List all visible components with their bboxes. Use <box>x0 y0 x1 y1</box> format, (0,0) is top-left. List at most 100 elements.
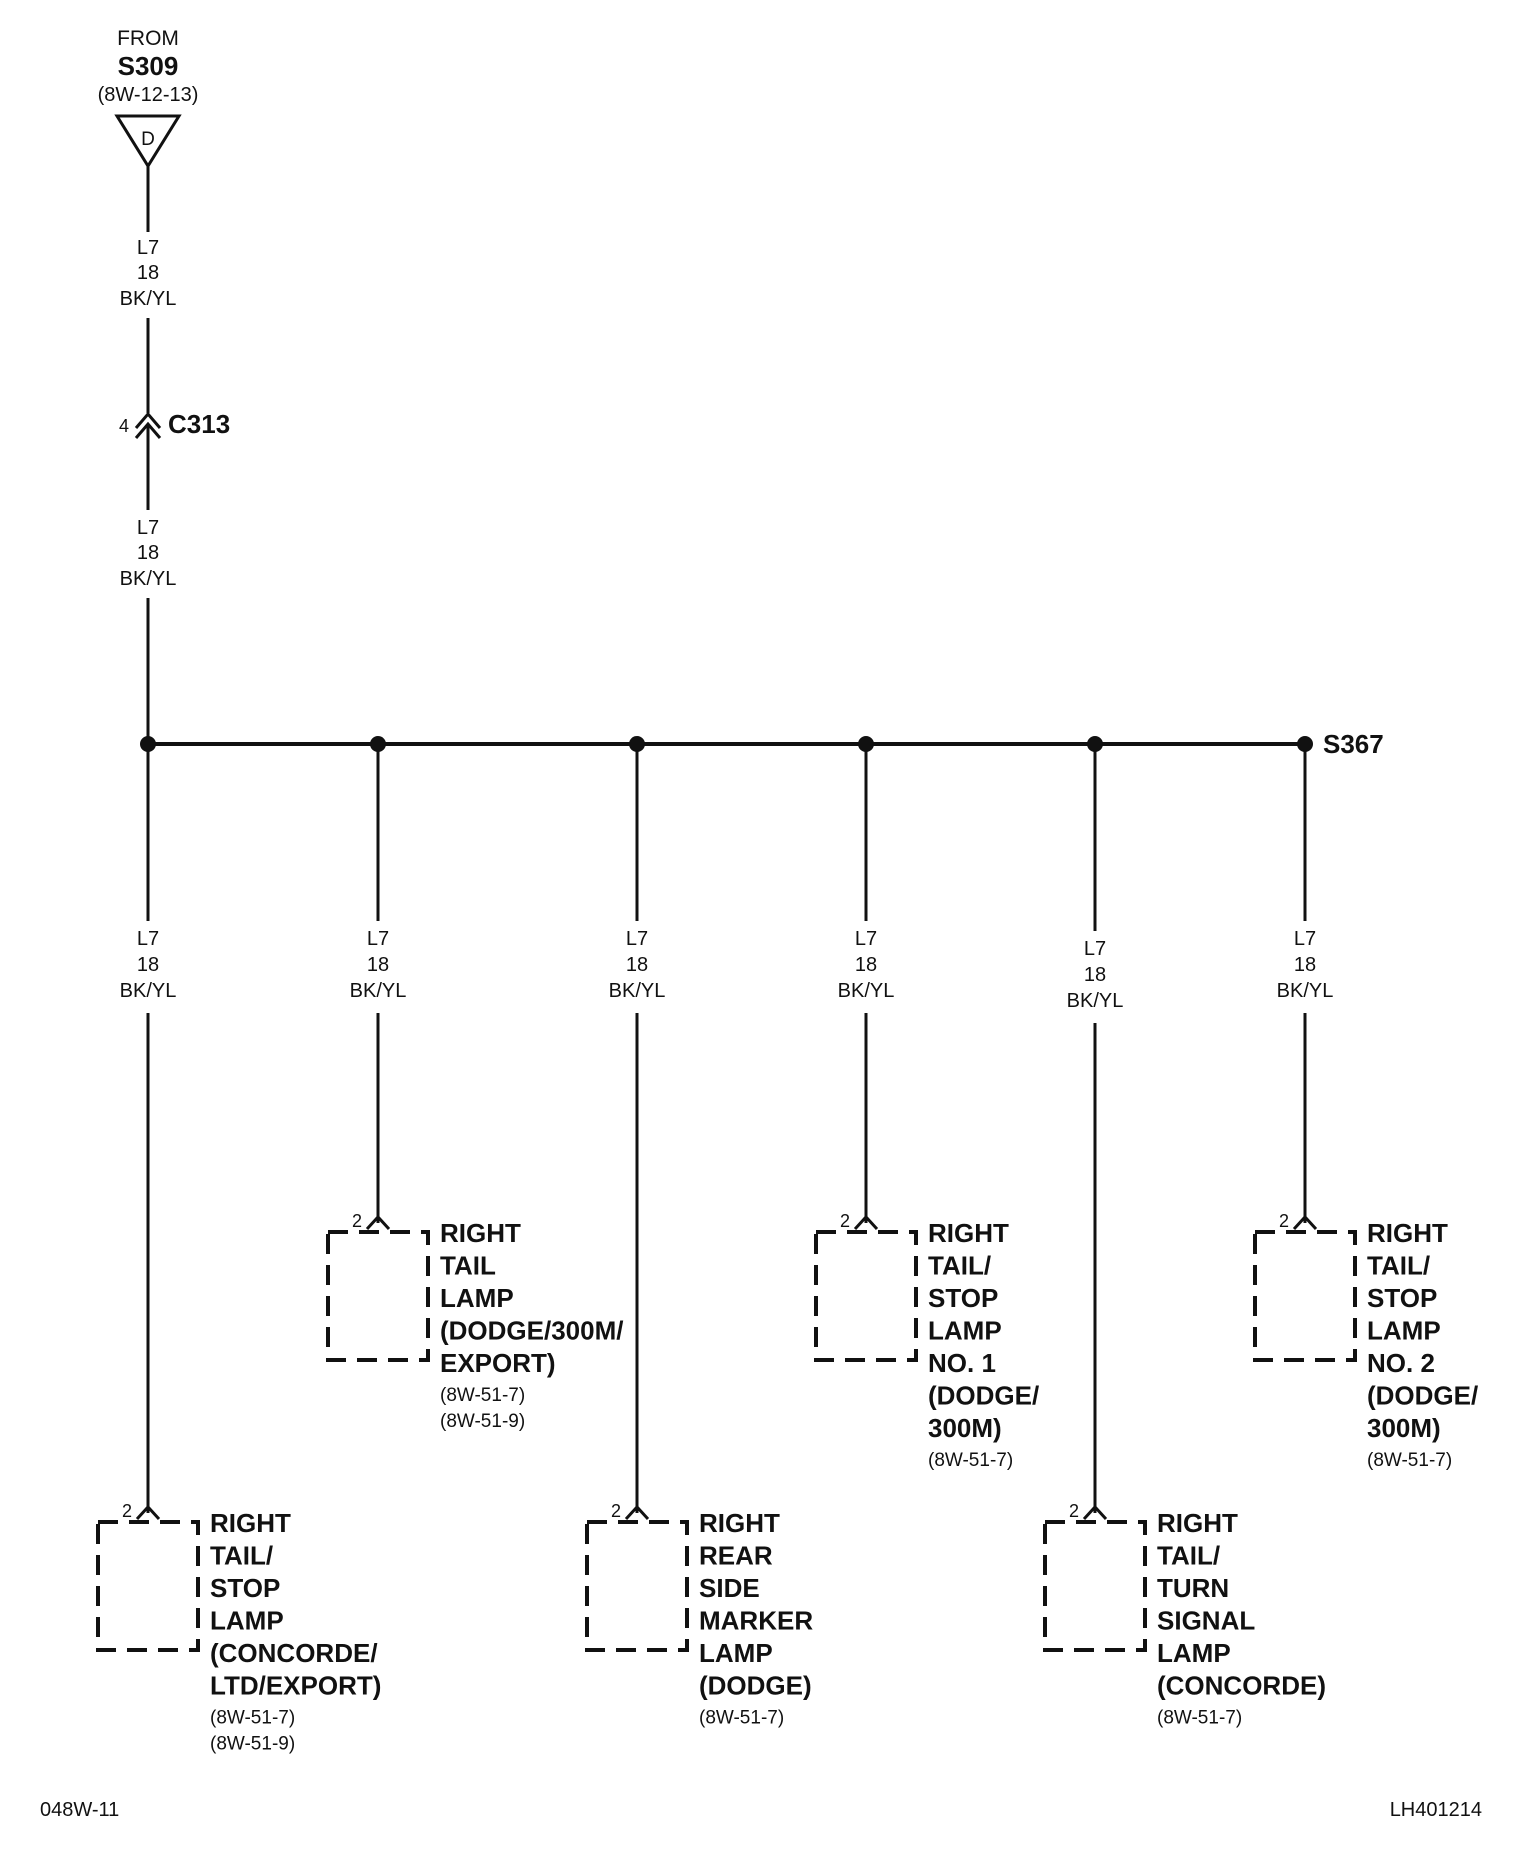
source-reference: FROM S309 (8W-12-13) <box>98 27 199 106</box>
female-connector-icon <box>624 1504 650 1521</box>
trunk-wire: L7 18 BK/YL 4 C313 L7 18 BK/YL <box>119 166 230 744</box>
source-connector-triangle: D <box>114 114 182 169</box>
lamp-page-ref: (8W-51-7) <box>1157 1708 1242 1729</box>
lamp-component-box <box>585 1520 689 1652</box>
lamp-label-line: LAMP <box>1157 1638 1231 1668</box>
upper-wire-circuit: L7 <box>137 237 159 259</box>
lamp-label-line: TAIL <box>440 1251 496 1281</box>
lamp-label-line: LAMP <box>440 1283 514 1313</box>
lamp-component-box <box>1253 1230 1357 1362</box>
lamp-label-line: STOP <box>928 1283 998 1313</box>
connector-pin-number: 2 <box>1279 1211 1289 1231</box>
footer-left-code: 048W-11 <box>40 1799 119 1821</box>
branch-wire-color: BK/YL <box>1277 980 1334 1002</box>
lamp-label-line: LAMP <box>1367 1316 1441 1346</box>
lamp-component-box <box>326 1230 430 1362</box>
footer-right-code: LH401214 <box>1390 1799 1482 1821</box>
lamp-label-line: 300M) <box>928 1413 1002 1443</box>
lamp-label-line: RIGHT <box>928 1218 1009 1248</box>
lower-wire-color: BK/YL <box>120 568 177 590</box>
connector-pin-number: 2 <box>840 1211 850 1231</box>
lamp-label-line: TAIL/ <box>210 1541 273 1571</box>
splice-bus: S367 <box>148 729 1384 759</box>
lamp-label-line: TURN <box>1157 1573 1229 1603</box>
branch-wire-circuit: L7 <box>626 928 648 950</box>
female-connector-icon <box>1292 1214 1318 1231</box>
lamp-label-line: LAMP <box>699 1638 773 1668</box>
connector-chevron-icon <box>134 411 162 429</box>
lower-wire-gauge: 18 <box>137 542 159 564</box>
from-label: FROM <box>117 27 179 50</box>
lamp-page-ref: (8W-51-7) <box>440 1385 525 1406</box>
lamp-label-line: LAMP <box>210 1606 284 1636</box>
inline-connector-id: C313 <box>168 409 230 439</box>
lamp-label-line: EXPORT) <box>440 1348 556 1378</box>
lamp-component-box <box>814 1230 918 1362</box>
lamp-label-line: SIDE <box>699 1573 760 1603</box>
branch-wire-circuit: L7 <box>1084 938 1106 960</box>
lamp-component-box <box>96 1520 200 1652</box>
lamp-page-ref: (8W-51-9) <box>210 1734 295 1755</box>
lamp-label-line: (DODGE/ <box>1367 1381 1478 1411</box>
lamp-label-line: (CONCORDE/ <box>210 1638 378 1668</box>
branch-wire-circuit: L7 <box>137 928 159 950</box>
branch-wire-circuit: L7 <box>855 928 877 950</box>
connector-pin-number: 2 <box>611 1501 621 1521</box>
branch-wire-color: BK/YL <box>609 980 666 1002</box>
branch-wire-circuit: L7 <box>367 928 389 950</box>
lamp-label-line: MARKER <box>699 1606 813 1636</box>
triangle-connector-icon <box>114 114 182 169</box>
lamp-label-line: STOP <box>210 1573 280 1603</box>
upper-wire-color: BK/YL <box>120 288 177 310</box>
connector-pin-number: 2 <box>352 1211 362 1231</box>
lamp-label-line: RIGHT <box>699 1508 780 1538</box>
lamp-label-line: (DODGE) <box>699 1671 812 1701</box>
branch-wire-color: BK/YL <box>1067 990 1124 1012</box>
lamp-label-line: LAMP <box>928 1316 1002 1346</box>
female-connector-icon <box>853 1214 879 1231</box>
branch-wire-circuit: L7 <box>1294 928 1316 950</box>
lamp-label-line: REAR <box>699 1541 773 1571</box>
branch-wire-gauge: 18 <box>855 954 877 976</box>
lamp-label-line: LTD/EXPORT) <box>210 1671 381 1701</box>
female-connector-icon <box>1082 1504 1108 1521</box>
lamp-page-ref: (8W-51-7) <box>699 1708 784 1729</box>
lamp-component-box <box>1043 1520 1147 1652</box>
connector-letter: D <box>141 129 155 150</box>
lamp-label-line: NO. 1 <box>928 1348 996 1378</box>
lamp-page-ref: (8W-51-7) <box>928 1450 1013 1471</box>
branch-wire-color: BK/YL <box>838 980 895 1002</box>
lamp-label-line: TAIL/ <box>928 1251 991 1281</box>
lamp-page-ref: (8W-51-7) <box>1367 1450 1452 1471</box>
branch-wire-gauge: 18 <box>626 954 648 976</box>
lamp-label-line: NO. 2 <box>1367 1348 1435 1378</box>
lamp-label-line: TAIL/ <box>1367 1251 1430 1281</box>
splice-id: S367 <box>1323 729 1384 759</box>
lamp-label-line: RIGHT <box>1367 1218 1448 1248</box>
source-splice-id: S309 <box>118 51 179 81</box>
branch-wire-color: BK/YL <box>350 980 407 1002</box>
lamp-label-line: STOP <box>1367 1283 1437 1313</box>
lamp-label-line: (DODGE/300M/ <box>440 1316 624 1346</box>
branch-wire-gauge: 18 <box>367 954 389 976</box>
lamp-label-line: (DODGE/ <box>928 1381 1039 1411</box>
lamp-label-line: 300M) <box>1367 1413 1441 1443</box>
upper-wire-gauge: 18 <box>137 262 159 284</box>
branch-wire-gauge: 18 <box>1084 964 1106 986</box>
connector-pin-number: 2 <box>1069 1501 1079 1521</box>
connector-pin-number: 2 <box>122 1501 132 1521</box>
branch-wire-color: BK/YL <box>120 980 177 1002</box>
inline-connector-pin: 4 <box>119 416 129 436</box>
lamp-label-line: (CONCORDE) <box>1157 1671 1326 1701</box>
lamp-label-line: RIGHT <box>1157 1508 1238 1538</box>
lamp-label-line: RIGHT <box>440 1218 521 1248</box>
lamp-label-line: RIGHT <box>210 1508 291 1538</box>
lamp-label-line: SIGNAL <box>1157 1606 1255 1636</box>
